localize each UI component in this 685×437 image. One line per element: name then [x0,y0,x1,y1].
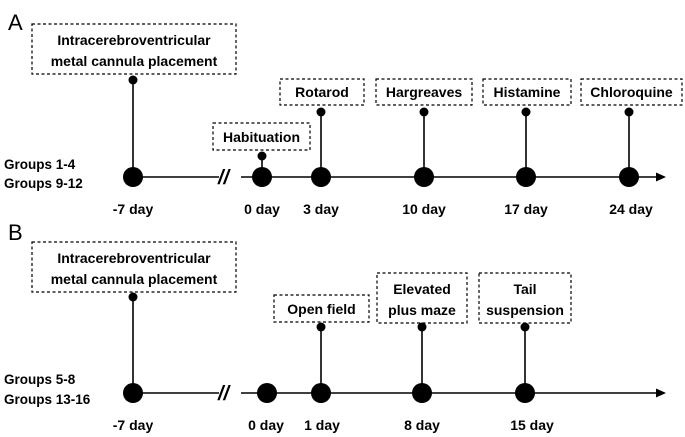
panel-b-box-tail-line1: Tail [513,281,536,297]
panel-a-stem-dot-cannula [128,75,138,85]
panel-b-event-open-field: Open field 1 day [273,294,370,433]
panel-b-box-elevated-line1: Elevated [393,281,451,297]
panel-a-label: A [8,10,23,35]
panel-a-box-cannula-line1: Intracerebroventricular [57,32,211,48]
panel-b-day-1: 1 day [304,417,340,433]
panel-a-box-rotarod-text: Rotarod [295,84,349,100]
panel-b-node-minus7 [123,383,143,403]
panel-b-day-8: 8 day [404,417,440,433]
panel-a-stem-dot-habituation [257,151,267,161]
panel-b-groups-line1: Groups 5-8 [4,372,76,387]
panel-b-event-cannula: Intracerebroventricular metal cannula pl… [31,241,237,433]
panel-b-day-0: 0 day [248,417,284,433]
panel-a-box-chloroquine-text: Chloroquine [590,84,673,100]
panel-b-stem-dot-tail-suspension [520,322,530,332]
panel-a-box-hargreaves [375,78,473,106]
panel-a-box-habituation [212,122,311,151]
panel-a-node-minus7 [123,167,143,187]
panel-b-stem-dot-elevated-plus-maze [417,322,427,332]
panel-b-box-cannula [31,241,237,293]
panel-b-groups-line2: Groups 13-16 [4,392,91,407]
panel-b-axis-break: // [217,383,232,405]
panel-b-box-tail-suspension [478,272,572,324]
panel-a-event-habituation: Habituation 0 day [212,122,311,217]
panel-b-day-minus7: -7 day [113,417,154,433]
panel-b-box-cannula-line1: Intracerebroventricular [57,250,211,266]
panel-a-box-cannula [31,23,237,75]
panel-b-box-elevated-plus-maze [376,272,468,324]
panel-a-groups-line2: Groups 9-12 [4,176,83,191]
panel-a-day-3: 3 day [303,201,339,217]
panel-b-event-elevated-plus-maze: Elevated plus maze 8 day [376,272,468,433]
panel-a-node-24 [619,167,639,187]
panel-a-day-10: 10 day [402,201,446,217]
panel-a-node-0 [252,167,272,187]
panel-a-day-17: 17 day [504,201,548,217]
panel-a-box-habituation-text: Habituation [223,129,300,145]
panel-b-node-1 [311,383,331,403]
panel-a-event-histamine: Histamine 17 day [482,78,572,217]
panel-b-day-15: 15 day [510,417,554,433]
panel-a-node-3 [311,167,331,187]
panel-a-box-histamine [482,78,572,106]
panel-a-axis-break: // [217,167,232,189]
panel-b-box-elevated-line2: plus maze [388,302,456,318]
panel-a-box-chloroquine [580,78,683,106]
panel-a-event-chloroquine: Chloroquine 24 day [580,78,683,217]
panel-a-event-hargreaves: Hargreaves 10 day [375,78,473,217]
panel-a-event-cannula: Intracerebroventricular metal cannula pl… [31,23,237,217]
panel-a-day-0: 0 day [244,201,280,217]
panel-b-box-tail-line2: suspension [486,302,564,318]
panel-a: A // Groups 1-4 Groups 9-12 Intracerebro… [4,10,683,217]
panel-a-event-rotarod: Rotarod 3 day [279,78,365,217]
panel-b-event-tail-suspension: Tail suspension 15 day [478,272,572,433]
panel-a-stem-dot-chloroquine [624,107,634,117]
panel-b-box-open-field-text: Open field [287,301,355,317]
panel-a-stem-dot-rotarod [316,107,326,117]
panel-a-box-rotarod [279,78,365,106]
panel-b-box-open-field [273,294,370,323]
panel-b: B // Groups 5-8 Groups 13-16 Intracerebr… [4,220,666,433]
panel-b-label: B [8,220,23,245]
panel-a-stem-dot-hargreaves [419,107,429,117]
panel-a-box-cannula-line2: metal cannula placement [51,53,218,69]
panel-b-event-0: 0 day [248,383,284,433]
panel-b-node-8 [412,383,432,403]
panel-b-stem-dot-cannula [128,292,138,302]
panel-b-stem-dot-open-field [316,322,326,332]
panel-a-groups-line1: Groups 1-4 [4,157,76,172]
panel-a-box-histamine-text: Histamine [494,84,561,100]
panel-a-axis-arrow [656,172,666,182]
panel-a-box-hargreaves-text: Hargreaves [386,84,462,100]
panel-b-box-cannula-line2: metal cannula placement [51,271,218,287]
panel-a-day-minus7: -7 day [113,201,154,217]
panel-a-day-24: 24 day [609,201,653,217]
panel-b-node-15 [515,383,535,403]
panel-b-axis-arrow [656,388,666,398]
panel-a-node-10 [414,167,434,187]
panel-b-node-0 [257,383,277,403]
panel-a-node-17 [516,167,536,187]
panel-a-stem-dot-histamine [521,107,531,117]
